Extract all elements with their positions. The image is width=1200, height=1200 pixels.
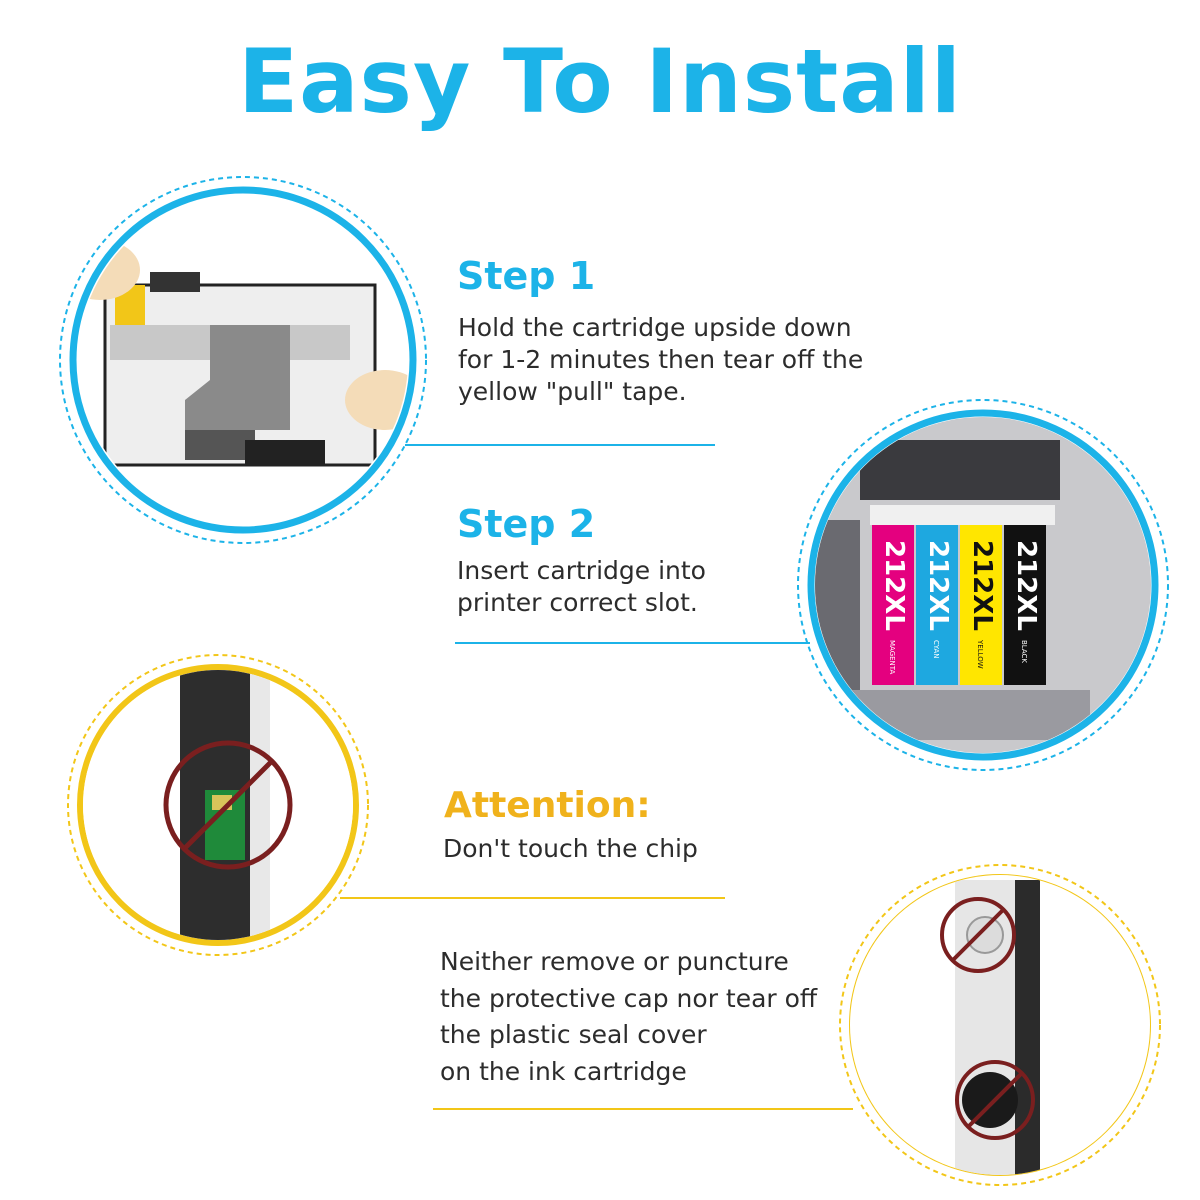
step1-text: Hold the cartridge upside down for 1-2 m… [458, 312, 863, 408]
note-line: the protective cap nor tear off [440, 983, 818, 1013]
cartridge-label-black: 212XL [1011, 540, 1041, 631]
cartridge-color-yellow: YELLOW [976, 640, 984, 669]
step2-line: printer correct slot. [457, 588, 698, 617]
step2-text: Insert cartridge into printer correct sl… [457, 555, 706, 619]
attention-heading: Attention: [444, 785, 651, 826]
step2-heading: Step 2 [457, 502, 596, 546]
step1-heading: Step 1 [457, 254, 596, 298]
cartridge-color-cyan: CYAN [932, 640, 940, 659]
step1-line: for 1-2 minutes then tear off the [458, 345, 864, 374]
note-text: Neither remove or puncture the protectiv… [440, 944, 817, 1090]
attention-text: Don't touch the chip [443, 833, 698, 865]
step2-line: Insert cartridge into [457, 556, 706, 585]
cartridge-color-magenta: MAGENTA [888, 640, 896, 675]
page-title: Easy To Install [238, 30, 962, 133]
step1-line: Hold the cartridge upside down [458, 313, 852, 342]
step1-line: yellow "pull" tape. [458, 377, 687, 406]
attention-illustration [67, 654, 369, 956]
step2-illustration [797, 399, 1169, 771]
note-line: the plastic seal cover [440, 1020, 707, 1049]
cartridge-label-yellow: 212XL [967, 540, 997, 631]
step1-illustration [59, 176, 427, 544]
attention-line: Don't touch the chip [443, 834, 698, 863]
step1-divider [405, 444, 715, 446]
note-divider [433, 1108, 853, 1110]
note-line: Neither remove or puncture [440, 947, 789, 976]
cartridge-color-black: BLACK [1020, 640, 1028, 664]
attention-divider [340, 897, 725, 899]
cartridge-label-magenta: 212XL [879, 540, 909, 631]
note-line: on the ink cartridge [440, 1056, 687, 1086]
cartridge-label-cyan: 212XL [923, 540, 953, 631]
step2-divider [455, 642, 810, 644]
note-illustration [839, 864, 1161, 1186]
